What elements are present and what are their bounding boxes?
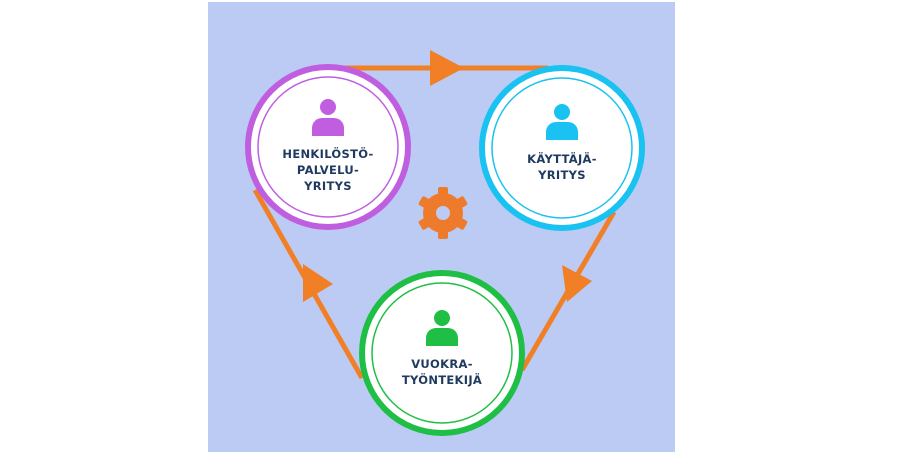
- node-label-line: HENKILÖSTÖ-: [282, 146, 373, 161]
- person-icon: [546, 104, 578, 140]
- arrow-head-left: [303, 264, 333, 302]
- node-label-line: YRITYS: [537, 168, 586, 182]
- arrow-head-top: [430, 50, 464, 86]
- node-label-line: KÄYTTÄJÄ-: [527, 151, 597, 166]
- node-label-line: YRITYS: [303, 179, 352, 193]
- node-label-line: PALVELU-: [297, 163, 359, 177]
- gear-icon: [418, 187, 468, 239]
- node-label-line: TYÖNTEKIJÄ: [402, 372, 482, 387]
- person-icon: [312, 99, 344, 136]
- arrow-head-right: [562, 265, 592, 302]
- person-icon: [426, 310, 458, 346]
- node-staffing-company: HENKILÖSTÖ- PALVELU- YRITYS: [245, 64, 411, 230]
- node-user-company: KÄYTTÄJÄ- YRITYS: [479, 65, 645, 231]
- node-label-line: VUOKRA-: [411, 357, 473, 371]
- node-temp-worker: VUOKRA- TYÖNTEKIJÄ: [359, 270, 525, 436]
